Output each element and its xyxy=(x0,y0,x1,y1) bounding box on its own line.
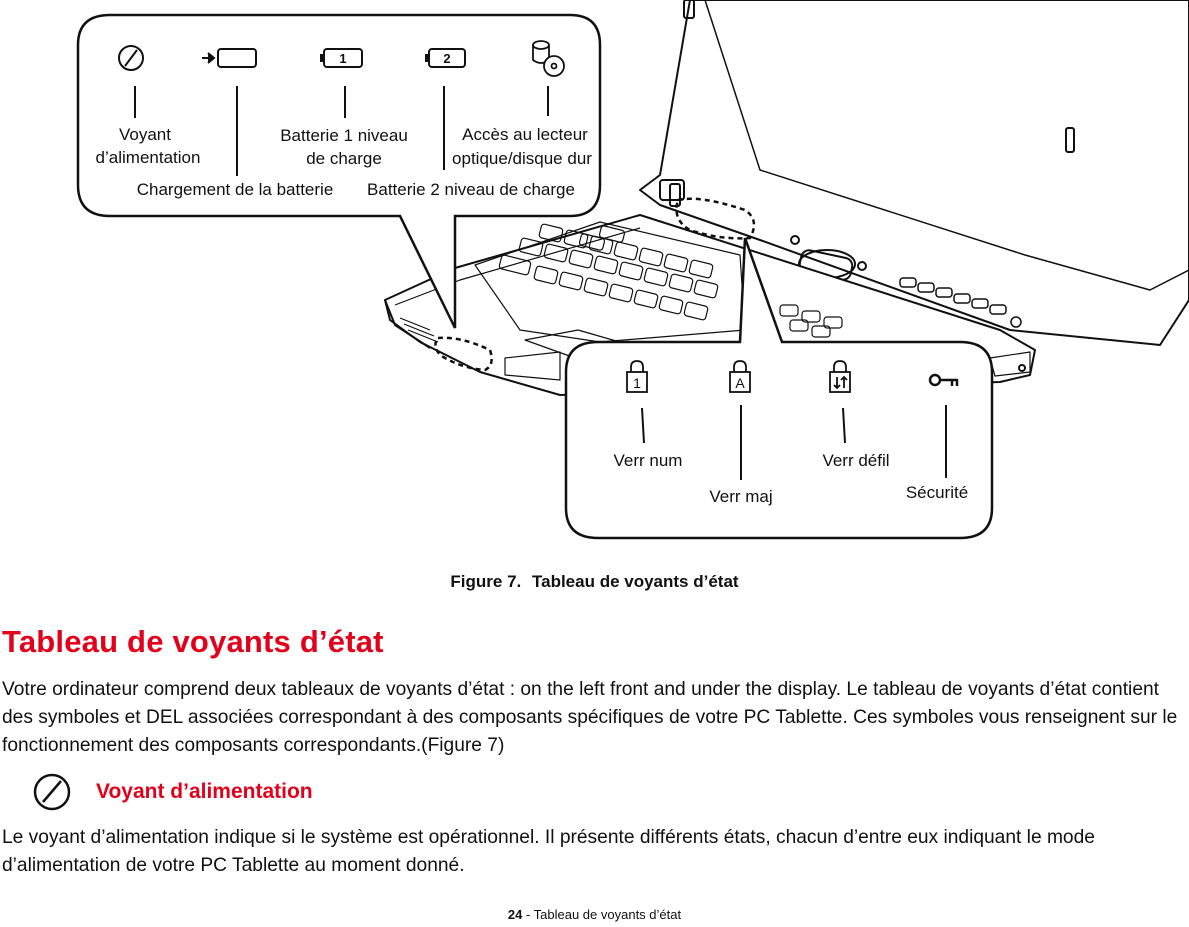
num-lock-glyph: 1 xyxy=(633,375,641,391)
drive-access-icon xyxy=(532,40,565,77)
subsection-heading: Voyant d’alimentation xyxy=(96,780,313,803)
security-key-icon xyxy=(928,373,959,387)
label-drive-line1: Accès au lecteur xyxy=(462,125,588,144)
bottom-callout-panel: 1 A Verr num Verr maj Verr défil Sécurit… xyxy=(564,237,994,540)
label-scroll-lock: Verr défil xyxy=(822,451,889,470)
figure-caption-title: Tableau de voyants d’état xyxy=(532,572,739,591)
label-battery1-line1: Batterie 1 niveau xyxy=(280,126,408,145)
num-lock-icon: 1 xyxy=(626,360,648,393)
top-callout-panel: 1 2 Voyant d’alimentation Batterie 1 niv… xyxy=(76,13,602,329)
label-drive-line2: optique/disque dur xyxy=(452,149,592,168)
power-icon xyxy=(33,773,71,811)
label-battery1-line2: de charge xyxy=(306,149,382,168)
label-power-line2: d’alimentation xyxy=(96,148,201,167)
highlight-regions xyxy=(434,197,756,372)
power-icon xyxy=(118,45,144,71)
figure-caption: Figure 7. Tableau de voyants d’état xyxy=(0,572,1189,592)
label-security: Sécurité xyxy=(906,483,968,502)
scroll-lock-icon xyxy=(829,360,851,393)
page-footer: 24 - Tableau de voyants d’état xyxy=(0,907,1189,922)
page-number: 24 xyxy=(507,907,523,922)
battery2-glyph: 2 xyxy=(443,51,450,66)
caps-lock-glyph: A xyxy=(735,375,745,391)
caps-lock-icon: A xyxy=(729,360,751,393)
intro-paragraph: Votre ordinateur comprend deux tableaux … xyxy=(2,679,1178,756)
label-power-line1: Voyant xyxy=(119,125,171,144)
battery1-glyph: 1 xyxy=(339,51,346,66)
battery1-icon: 1 xyxy=(320,48,363,68)
footer-section-title: - Tableau de voyants d’état xyxy=(522,907,682,922)
status-indicator-figure: 1 2 Voyant d’alimentation Batterie 1 niv… xyxy=(76,0,1189,540)
label-num-lock: Verr num xyxy=(614,451,683,470)
label-battery2: Batterie 2 niveau de charge xyxy=(367,180,575,199)
battery2-icon: 2 xyxy=(425,48,466,68)
label-battery-charging: Chargement de la batterie xyxy=(137,180,334,199)
label-caps-lock: Verr maj xyxy=(709,487,772,506)
section-heading: Tableau de voyants d’état xyxy=(2,624,384,659)
power-indicator-subsection: Voyant d’alimentation xyxy=(30,770,313,814)
power-indicator-paragraph: Le voyant d’alimentation indique si le s… xyxy=(2,827,1095,876)
battery-charging-icon xyxy=(202,48,257,68)
figure-caption-label: Figure 7. xyxy=(450,572,522,591)
